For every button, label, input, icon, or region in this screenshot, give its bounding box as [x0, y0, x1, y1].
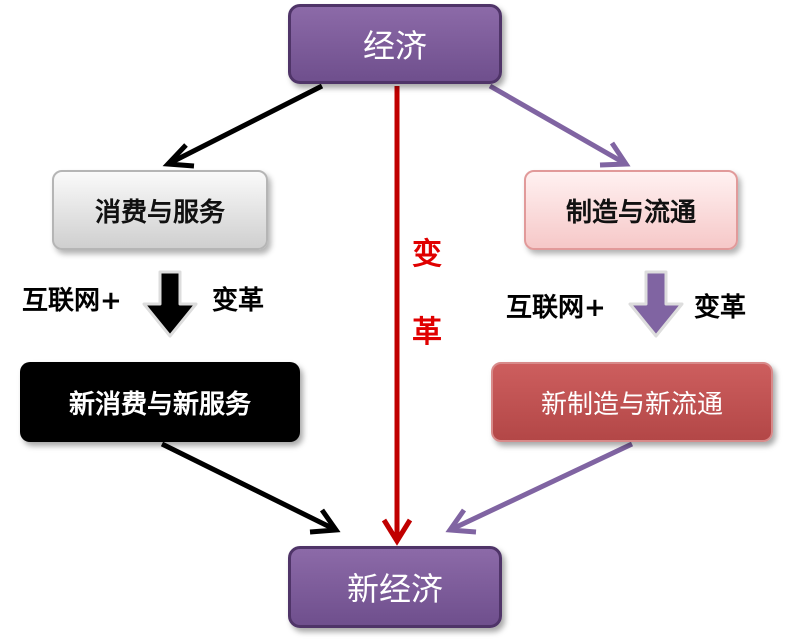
node-new-manufacturing-circulation: 新制造与新流通 — [491, 362, 773, 442]
reform-label-char-1: 变 — [412, 237, 442, 272]
reform-label-char-2: 革 — [412, 315, 442, 350]
node-consumption-services: 消费与服务 — [52, 170, 268, 250]
down-arrow-right-icon — [628, 270, 684, 338]
down-arrow-left-icon — [142, 270, 198, 338]
arrow-economy-to-manufacturing — [488, 83, 631, 168]
arrow-economy-to-new-economy — [381, 86, 413, 546]
arrow-economy-to-consumption — [162, 83, 324, 169]
label-change-right: 变革 — [694, 293, 747, 323]
label-internet-plus-right: 互联网+ — [506, 293, 606, 323]
node-economy: 经济 — [288, 4, 502, 84]
node-new-manufacturing-circulation-label: 新制造与新流通 — [540, 389, 723, 420]
node-manufacturing-circulation-label: 制造与流通 — [565, 197, 696, 228]
label-change-left: 变革 — [212, 286, 265, 316]
node-manufacturing-circulation: 制造与流通 — [524, 170, 738, 250]
node-new-economy-label: 新经济 — [346, 570, 443, 608]
node-economy-label: 经济 — [362, 27, 427, 65]
arrow-new-manufacturing-to-new-economy — [445, 441, 634, 535]
node-new-consumption-services-label: 新消费与新服务 — [68, 389, 251, 420]
node-new-economy: 新经济 — [288, 546, 502, 628]
node-new-consumption-services: 新消费与新服务 — [20, 362, 300, 442]
arrow-new-consumption-to-new-economy — [160, 441, 341, 535]
label-internet-plus-left: 互联网+ — [22, 286, 122, 316]
node-consumption-services-label: 消费与服务 — [94, 197, 225, 228]
